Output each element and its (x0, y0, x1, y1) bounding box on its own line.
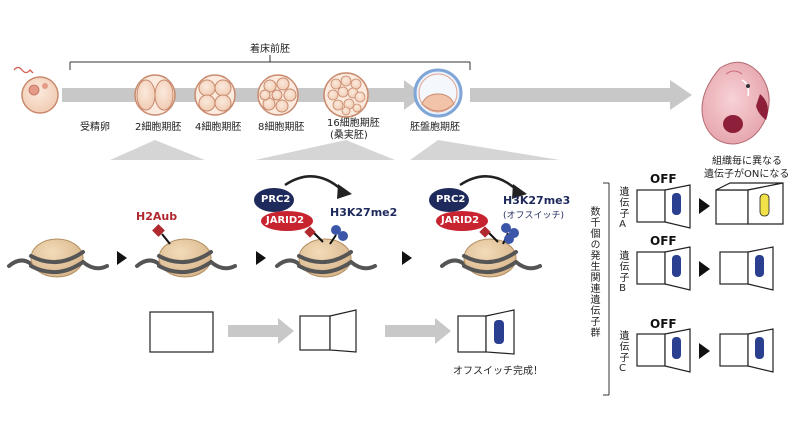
gene-a-switch-on (715, 182, 784, 225)
preimplantation-label: 着床前胚 (250, 44, 290, 55)
prc2-complex-b (429, 175, 527, 245)
nucleosome-h3k27me3 (440, 238, 542, 278)
stage-label-4cell: 4細胞期胚 (195, 122, 242, 133)
sperm-icon (13, 66, 34, 74)
switch-arrow-1 (228, 318, 294, 344)
eight-cell-embryo (257, 74, 299, 116)
h3k27me3-label: H3K27me3 (503, 194, 571, 207)
gene-group-bracket (603, 182, 610, 396)
switch-box-empty (149, 311, 214, 353)
top-note-line1: 組織毎に異なる (712, 156, 782, 167)
nucleosome-h2aub (135, 238, 237, 278)
stage-label-blastocyst: 胚盤胞期胚 (410, 122, 460, 133)
four-cell-embryo (194, 74, 236, 116)
gene-a-switch-off (636, 184, 691, 229)
gene-a-arrow (699, 198, 710, 214)
gene-b-off-label: OFF (650, 234, 677, 248)
h3k27me2-label: H3K27me2 (330, 206, 398, 219)
stage-label-morula: (桑実胚) (330, 130, 368, 141)
prc2-label-b: PRC2 (436, 194, 466, 205)
gene-group-vertical-title: 数千個の発生関連遺伝子群 (588, 206, 599, 338)
stage-label-16cell: 16細胞期胚 (327, 118, 380, 129)
stage-label-8cell: 8細胞期胚 (258, 122, 305, 133)
h2aub-label: H2Aub (136, 210, 178, 223)
projection-blastocyst (410, 140, 560, 160)
gene-b-switch-result (719, 246, 774, 291)
projection-16cell (255, 140, 395, 160)
nucleosome-bare (7, 238, 109, 278)
prc2-label-a: PRC2 (261, 194, 291, 205)
switch-box-partial (299, 309, 357, 353)
stage-label-zygote: 受精卵 (80, 122, 110, 133)
gene-b-label: 遺伝子B (617, 250, 628, 295)
gene-a-off-label: OFF (650, 172, 677, 186)
projection-2cell (110, 140, 205, 160)
stage-label-2cell: 2細胞期胚 (135, 122, 182, 133)
gene-a-label: 遺伝子A (617, 186, 628, 231)
h2aub-marker (152, 224, 171, 245)
morula-embryo (323, 72, 369, 118)
gene-c-label: 遺伝子C (617, 330, 628, 375)
prc2-complex-a (254, 175, 352, 245)
offswitch-paren-label: (オフスイッチ) (503, 211, 565, 221)
gene-c-arrow (699, 343, 710, 359)
jarid2-label-a: JARID2 (266, 215, 305, 226)
fetus-illustration (701, 61, 770, 145)
gene-b-arrow (699, 261, 710, 277)
switch-box-complete (457, 309, 515, 355)
offswitch-complete-label: オフスイッチ完成！ (453, 366, 543, 377)
switch-arrow-2 (385, 318, 451, 344)
step-arrow-2 (256, 251, 266, 265)
gene-c-off-label: OFF (650, 317, 677, 331)
step-arrow-3 (402, 251, 412, 265)
nucleosome-h3k27me2 (275, 238, 377, 278)
jarid2-label-b: JARID2 (441, 215, 480, 226)
step-arrow-1 (117, 251, 127, 265)
gene-c-switch-result (719, 328, 774, 373)
two-cell-embryo (134, 74, 176, 116)
preimplantation-bracket (69, 55, 471, 70)
top-note-line2: 遺伝子がONになる (704, 169, 790, 180)
zygote-cell (21, 76, 59, 114)
blastocyst-embryo (413, 68, 463, 118)
gene-b-switch-off (636, 246, 691, 291)
gene-c-switch-off (636, 328, 691, 373)
